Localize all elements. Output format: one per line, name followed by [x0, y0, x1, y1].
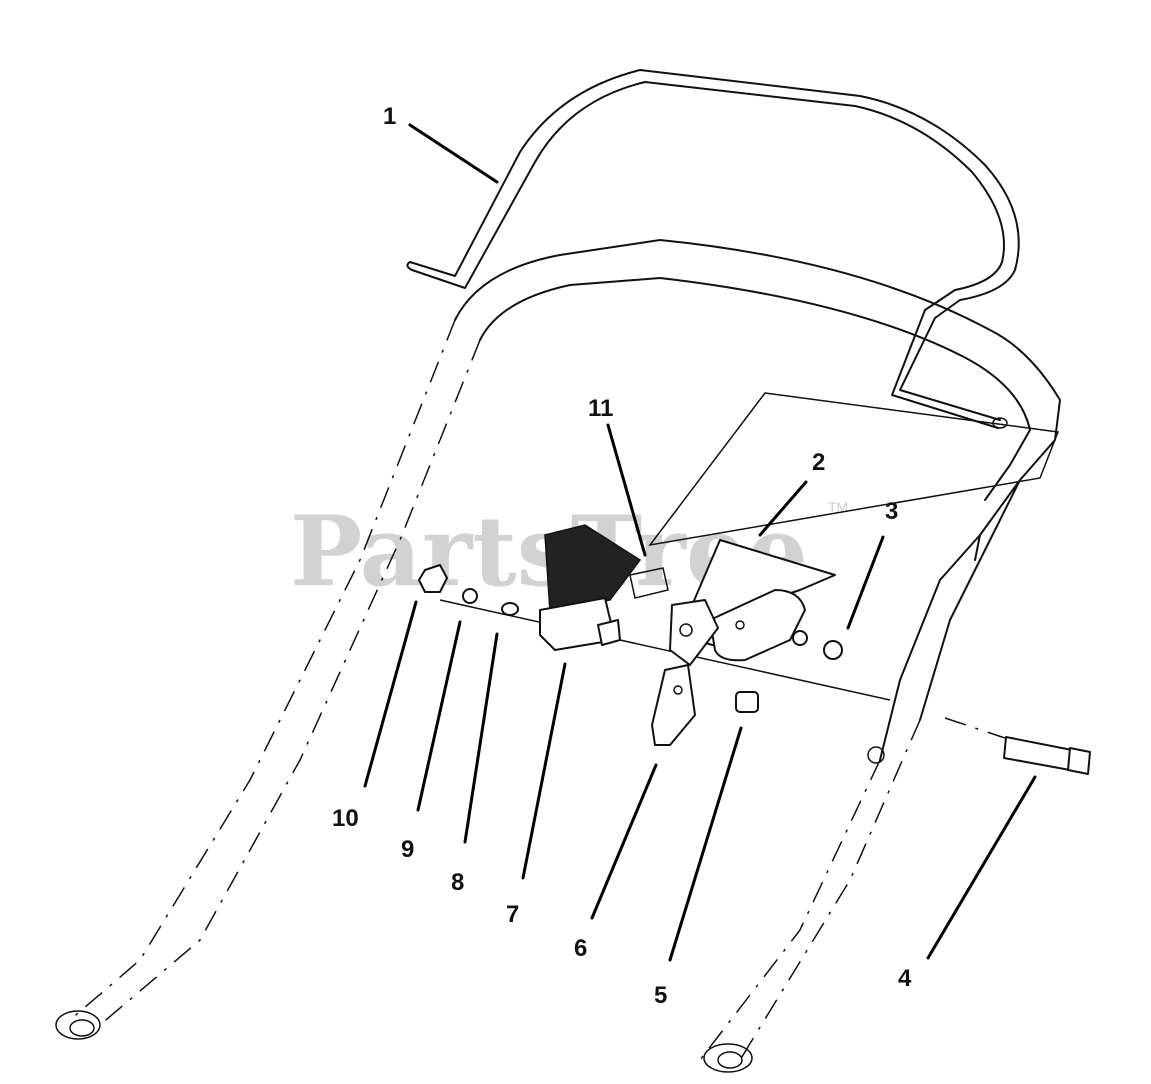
leader-lines: [363, 123, 1037, 962]
upper-handle-part: [406, 69, 1020, 429]
bracket-part: [669, 539, 836, 666]
callout-3: 3: [885, 498, 898, 525]
callout-7: 7: [506, 901, 519, 928]
callout-11: 11: [588, 395, 613, 422]
washer-part-9: [462, 588, 478, 604]
callout-6: 6: [574, 935, 587, 962]
watermark-trademark: TM: [828, 499, 848, 515]
lower-handle-frame: [55, 239, 1061, 1073]
decal-square-part: [629, 567, 669, 599]
callout-2: 2: [812, 449, 825, 476]
lock-nut-part: [792, 630, 843, 660]
callout-8: 8: [451, 869, 464, 896]
bolt-part: [1003, 736, 1091, 775]
callout-9: 9: [401, 836, 414, 863]
callout-10: 10: [332, 805, 359, 832]
callout-5: 5: [654, 982, 667, 1009]
cam-part: [651, 664, 696, 746]
spacer-part: [735, 691, 759, 713]
washer-part-8: [501, 602, 519, 616]
trigger-lever-part: [539, 524, 642, 651]
hex-nut-part: [418, 564, 448, 593]
callout-4: 4: [898, 965, 912, 992]
callout-1: 1: [383, 103, 396, 130]
